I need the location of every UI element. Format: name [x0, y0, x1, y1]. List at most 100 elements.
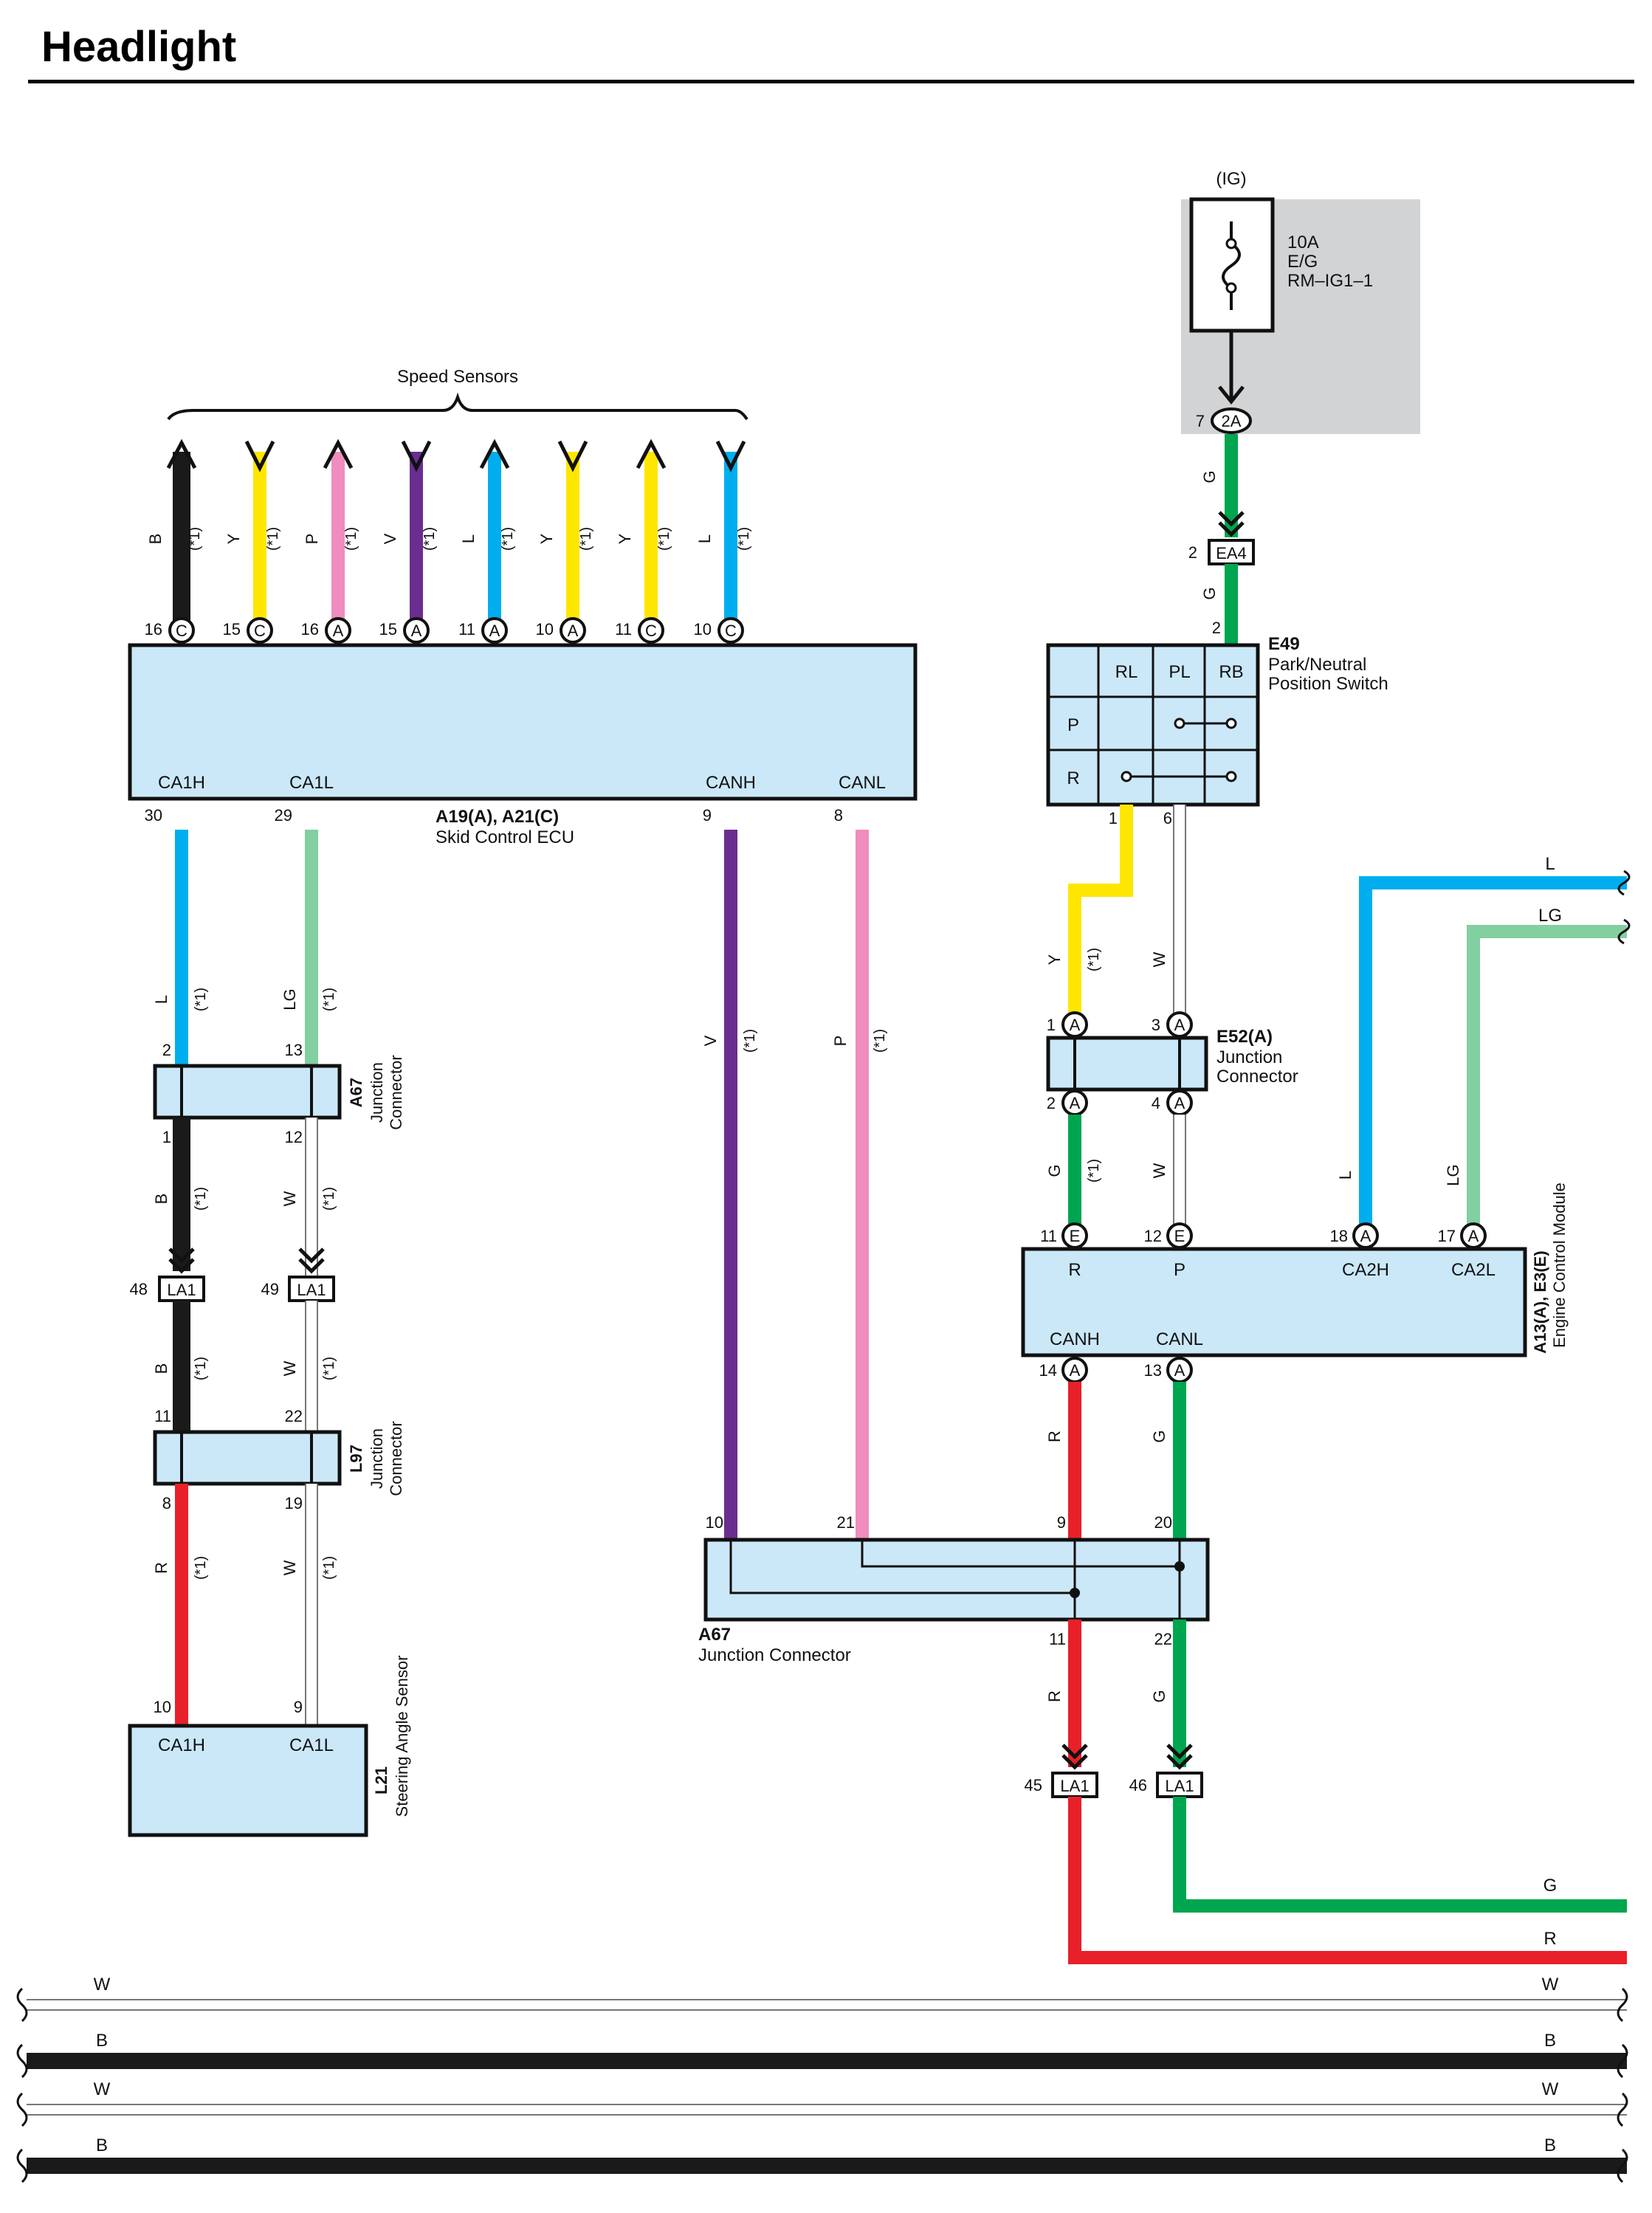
- e52-name: Junction: [1216, 1047, 1282, 1067]
- connector-arrow-icon: [168, 1258, 195, 1274]
- pin-number: 10: [706, 1513, 723, 1532]
- pin-number: 13: [1144, 1361, 1162, 1380]
- wire-break-icon: [16, 2092, 28, 2127]
- terminal: [168, 617, 195, 644]
- speed-sensors-label: Speed Sensors: [397, 367, 518, 387]
- pin-number: 15: [223, 620, 241, 639]
- pin-number: 22: [285, 1407, 303, 1425]
- terminal-letter: A: [1174, 1094, 1185, 1112]
- wire-color-label: P: [303, 534, 321, 545]
- wire-note: (*1): [656, 527, 672, 551]
- splice-dot: [1070, 1588, 1080, 1598]
- wire-color-label: B: [152, 1363, 171, 1374]
- pin-number: 16: [301, 620, 319, 639]
- ecm-pin-label: CA2L: [1451, 1260, 1496, 1280]
- switch-contact-dot: [1225, 771, 1237, 782]
- wire-note: (*1): [1086, 948, 1102, 971]
- connector-la1-48-label: LA1: [167, 1281, 196, 1299]
- fuse-name: E/G: [1287, 252, 1318, 272]
- connector-arrow-icon: [1218, 511, 1245, 527]
- ecm-name: Engine Control Module: [1550, 1183, 1569, 1348]
- connector-ea4-label: EA4: [1216, 544, 1247, 562]
- terminal-letter: A: [489, 622, 500, 640]
- pin-number: 8: [834, 806, 843, 825]
- wire-color-label: V: [381, 533, 399, 544]
- pin-number: 3: [1152, 1016, 1160, 1034]
- skid-control-ecu: [128, 643, 918, 801]
- ecu-pin-label: CANL: [839, 773, 886, 793]
- wire-note: (*1): [187, 527, 203, 551]
- skid-ecu-code: A19(A), A21(C): [436, 807, 559, 827]
- pin-number: 2: [162, 1041, 171, 1059]
- power-source-label: (IG): [1216, 169, 1246, 189]
- wire-note: (*1): [265, 527, 281, 551]
- pin-number: 12: [285, 1128, 303, 1146]
- terminal-letter: C: [254, 622, 266, 640]
- switch-contact-dot: [1121, 771, 1132, 782]
- l21-name: Steering Angle Sensor: [393, 1656, 411, 1817]
- terminal: [560, 617, 586, 644]
- pin-number: 11: [1040, 1227, 1057, 1245]
- ecm-code: A13(A), E3(E): [1531, 1250, 1549, 1353]
- fuse-terminal: [1225, 282, 1237, 294]
- pin-number: 17: [1438, 1227, 1456, 1245]
- pin-number: 9: [1057, 1513, 1066, 1532]
- pin-number: 19: [285, 1494, 303, 1512]
- pin-number: 2: [1188, 543, 1197, 562]
- wire-lg: [1467, 925, 1627, 1233]
- wire-note: (*1): [193, 1556, 209, 1580]
- pin-number: 22: [1154, 1630, 1172, 1648]
- pin-number: 46: [1129, 1776, 1147, 1794]
- terminal: [481, 617, 508, 644]
- connector-2a-label: 2A: [1222, 412, 1242, 430]
- steering-angle-sensor: [128, 1724, 368, 1837]
- terminal-letter: A: [568, 622, 579, 640]
- internal-link: [729, 1540, 1075, 1594]
- pin-number: 2: [1212, 619, 1221, 637]
- ecm-pin-label: CANH: [1050, 1329, 1100, 1349]
- a67-top-name: Connector: [387, 1055, 405, 1130]
- e49-code: E49: [1268, 634, 1300, 654]
- connector-la1-49-label: LA1: [297, 1281, 326, 1299]
- wire-color-label: R: [1045, 1690, 1064, 1702]
- wire-color-label: G: [1150, 1430, 1169, 1442]
- pin-number: 11: [615, 620, 632, 639]
- switch-col-label: RB: [1219, 662, 1243, 682]
- pin-number: 1: [1047, 1016, 1056, 1034]
- bus-label: B: [1544, 2031, 1556, 2051]
- connector-arrow-icon: [1061, 1754, 1088, 1770]
- switch-row-label: P: [1067, 715, 1079, 735]
- terminal-letter: A: [1070, 1361, 1081, 1380]
- wire-color-label: G: [1045, 1164, 1064, 1177]
- terminal-letter: A: [1070, 1094, 1081, 1112]
- ecm-pin-label: R: [1068, 1260, 1081, 1280]
- pin-number: 1: [1109, 809, 1118, 827]
- e52-name: Connector: [1216, 1067, 1298, 1087]
- pin-number: 30: [145, 806, 162, 825]
- wire-color-label: Y: [1045, 954, 1064, 965]
- pin-number: 11: [458, 620, 475, 639]
- fuse-rating: 10A: [1287, 233, 1319, 252]
- wire-note: (*1): [193, 1357, 209, 1380]
- wire-color-label: Y: [537, 533, 556, 544]
- e49-name: Park/Neutral: [1268, 655, 1366, 675]
- wire-g: [1173, 1797, 1627, 1913]
- e52-code: E52(A): [1216, 1027, 1273, 1047]
- l97-code: L97: [347, 1445, 365, 1473]
- terminal: [638, 617, 664, 644]
- wire-break-icon: [1617, 870, 1631, 896]
- terminal-letter: A: [1070, 1016, 1081, 1034]
- terminal-letter: C: [725, 622, 737, 640]
- junction-connector-a67-top: [153, 1064, 342, 1120]
- wire-color-label: W: [281, 1360, 299, 1376]
- pin-number: 1: [162, 1128, 171, 1146]
- connector-la1-46: [1156, 1772, 1203, 1798]
- a67-top-code: A67: [347, 1078, 365, 1107]
- wire-color-label: W: [1150, 951, 1169, 967]
- e49-name: Position Switch: [1268, 674, 1388, 694]
- wire-note: (*1): [343, 527, 359, 551]
- wire-color-label: B: [152, 1194, 171, 1205]
- connector-la1-45-label: LA1: [1060, 1777, 1089, 1795]
- ecu-pin-label: CA1H: [158, 773, 205, 793]
- bus-label: W: [1542, 1975, 1559, 1995]
